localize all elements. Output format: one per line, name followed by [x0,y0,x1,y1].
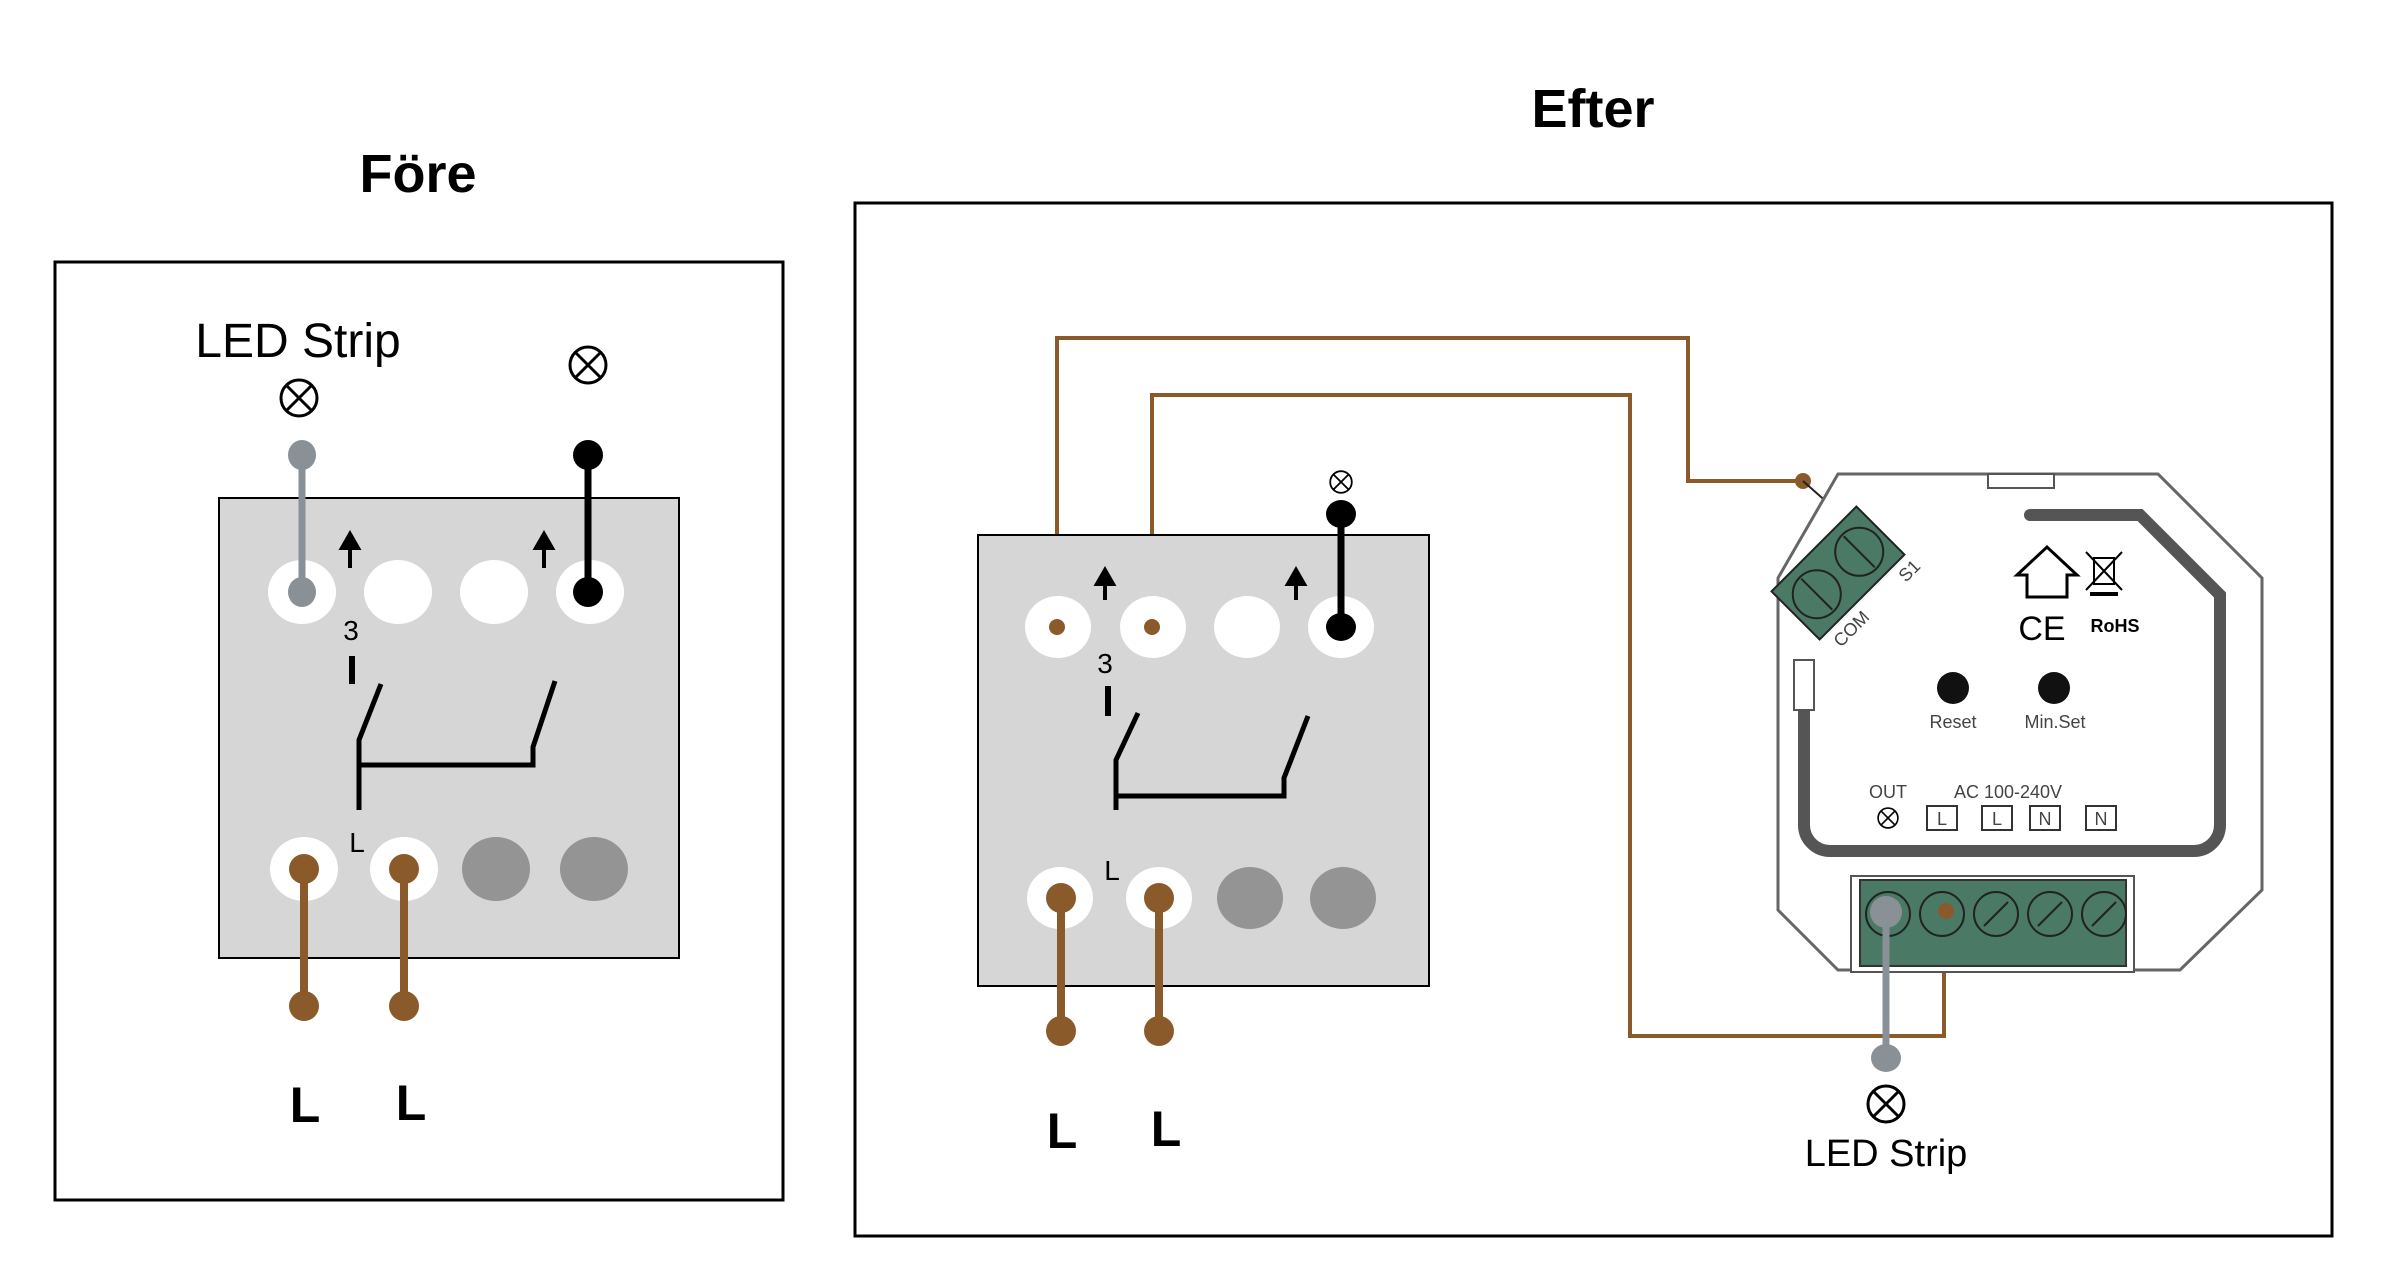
after-led-label: LED Strip [1805,1133,1968,1175]
before-lamp-icon [568,345,608,385]
ce-mark: CE [2018,610,2065,648]
after-led-lamp-icon [1866,1084,1906,1124]
min-set-button[interactable] [2038,672,2070,704]
after-lamp-icon [1329,470,1353,494]
before-input-L1: L [290,1077,321,1133]
switch-label-3: 3 [343,615,359,646]
after-input-L2: L [1151,1101,1182,1157]
arrow-up-icon [532,529,556,568]
indoor-use-icon [2013,544,2081,599]
before-panel: LED Strip 3 L [53,260,785,1202]
before-input-L2: L [396,1075,427,1131]
reset-button[interactable] [1937,672,1969,704]
min-set-label: Min.Set [2024,712,2085,732]
mark-L1: L [1937,809,1947,829]
arrow-up-icon [1093,565,1117,600]
dimmer-module: S1 COM CE RoHS Reset Min.Set OUT AC 100-… [1770,472,2264,973]
out-lamp-icon [1877,807,1899,829]
after-title: Efter [1531,79,1654,139]
mark-N2: N [2095,809,2108,829]
before-title: Före [359,144,476,204]
after-input-L1: L [1047,1103,1078,1159]
out-label: OUT [1869,782,1907,802]
arrow-up-icon [1284,565,1308,600]
switch-label-L: L [1104,855,1120,886]
ac-label: AC 100-240V [1954,782,2062,802]
weee-icon [2085,551,2123,596]
mark-N1: N [2039,809,2052,829]
switch-label-L: L [349,827,365,858]
arrow-up-icon [338,529,362,568]
terminal-marks: L L N N [1926,805,2117,831]
before-led-lamp-icon [279,378,319,418]
switch-label-3: 3 [1097,648,1113,679]
terminal-block-s1-com: S1 COM [1770,505,1924,651]
reset-label: Reset [1929,712,1976,732]
before-led-label: LED Strip [195,315,400,368]
terminal-block-main [1850,875,2135,973]
before-switch: 3 L [218,497,680,959]
after-switch: 3 L [977,534,1430,987]
mark-L2: L [1992,809,2002,829]
rohs-mark: RoHS [2091,616,2140,636]
after-panel: 3 L L L [853,201,2334,1238]
